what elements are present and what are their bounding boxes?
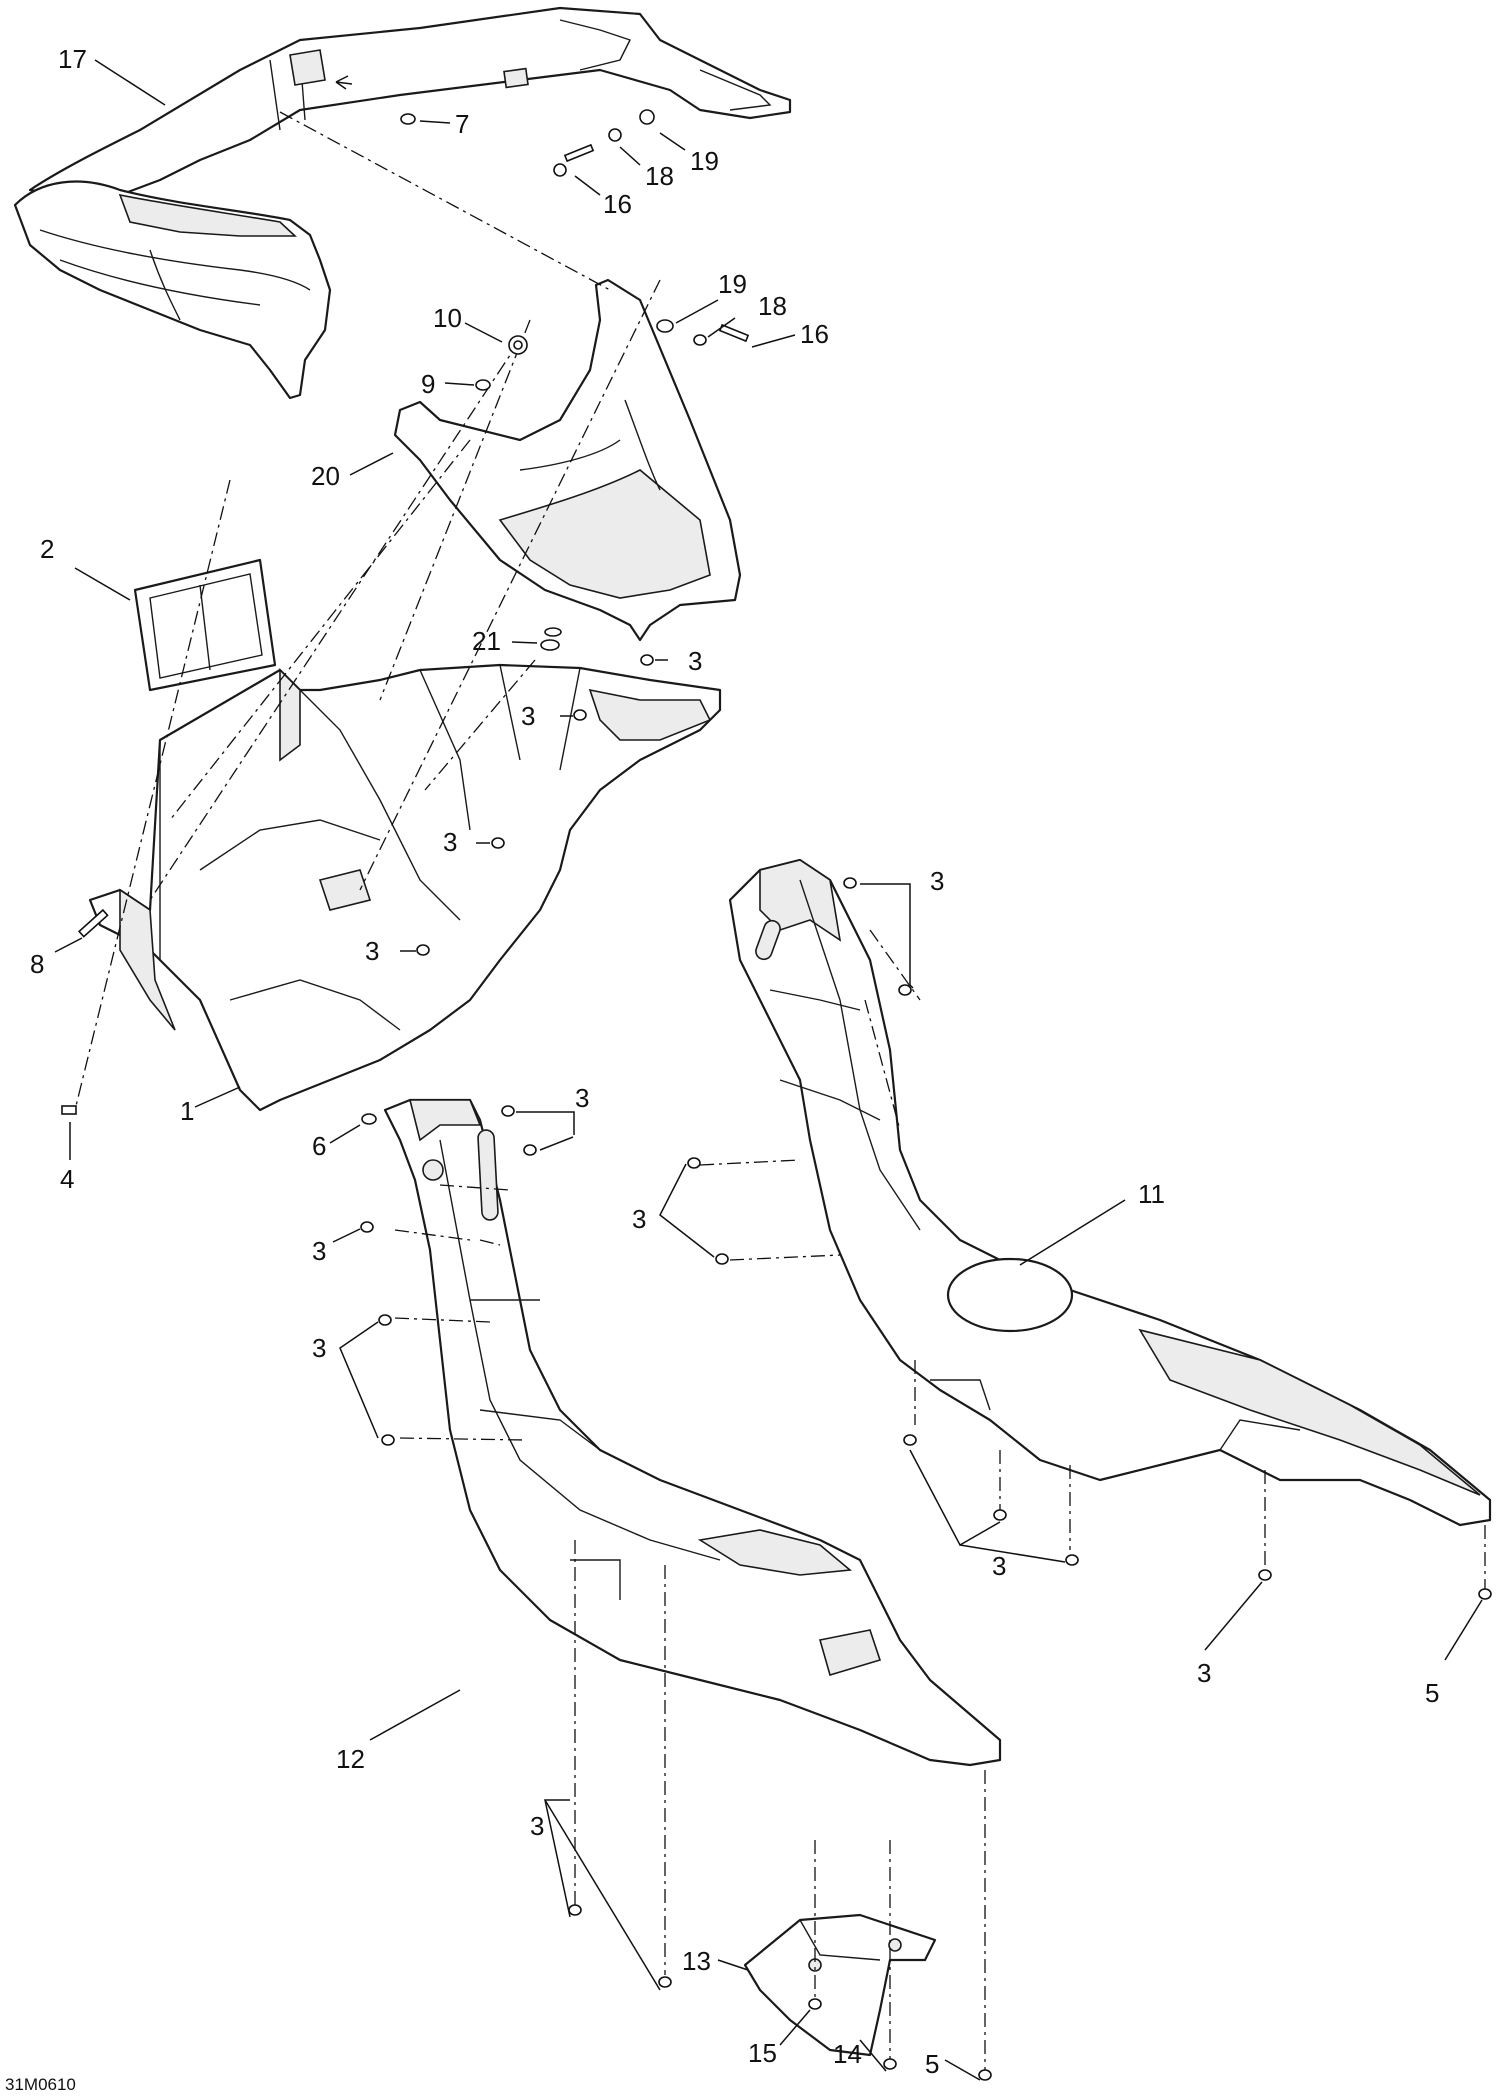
leader-lines [54,59,1483,2081]
callout-10: 10 [433,303,462,333]
part-13-cover-plate [743,1913,937,2057]
callout-3: 3 [575,1083,589,1113]
callout-11: 11 [1138,1179,1165,1209]
callout-3: 3 [930,866,944,896]
part-20-support-bracket [393,278,742,642]
callout-15: 15 [748,2038,777,2068]
part-11-side-panel [728,858,1492,1527]
callout-3: 3 [632,1204,646,1234]
callout-13: 13 [682,1946,711,1976]
callout-2: 2 [40,534,54,564]
callout-12: 12 [336,1744,365,1774]
drawing-reference-code: 31M0610 [5,2075,76,2094]
callout-21: 21 [472,626,501,656]
callout-3: 3 [992,1551,1006,1581]
callout-16: 16 [800,319,829,349]
callout-3: 3 [688,646,702,676]
part-1-lower-housing [88,663,722,1112]
callout-5: 5 [1425,1678,1439,1708]
fastener-screw [61,109,1492,2081]
part-2-decal [133,558,277,692]
part-17-upper-console [13,6,792,400]
callout-20: 20 [311,461,340,491]
callout-8: 8 [30,949,44,979]
callout-19: 19 [690,146,719,176]
callout-labels: 17 7 19 18 16 10 9 19 18 16 20 2 21 3 3 … [30,44,1439,2079]
callout-18: 18 [645,161,674,191]
callout-16: 16 [603,189,632,219]
callout-3: 3 [365,936,379,966]
callout-19: 19 [718,269,747,299]
callout-3: 3 [1197,1658,1211,1688]
callout-18: 18 [758,291,787,321]
callout-5: 5 [925,2049,939,2079]
callout-17: 17 [58,44,87,74]
callout-9: 9 [421,369,435,399]
callout-7: 7 [455,109,469,139]
assembly-lines [74,111,1486,2070]
callout-14: 14 [833,2039,862,2069]
callout-3: 3 [312,1333,326,1363]
callout-3: 3 [443,827,457,857]
callout-1: 1 [180,1096,194,1126]
callout-4: 4 [60,1164,74,1194]
part-12-side-panel [383,1098,1002,1767]
callout-3: 3 [521,701,535,731]
callout-3: 3 [312,1236,326,1266]
callout-6: 6 [312,1131,326,1161]
callout-3: 3 [530,1811,544,1841]
